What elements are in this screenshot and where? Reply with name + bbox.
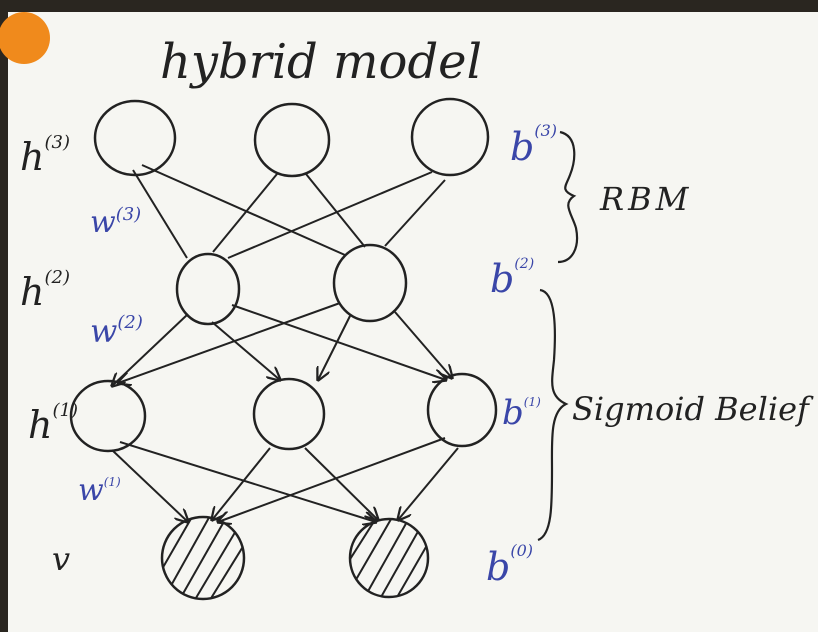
rbm-brace <box>557 130 579 264</box>
node-h2-2 <box>332 243 408 323</box>
node-h3-1 <box>93 99 177 177</box>
layer-h1-nodes <box>69 372 498 453</box>
edges-h1-v <box>111 437 459 522</box>
bias-label-b3: b(3) <box>510 121 557 169</box>
layer-label-h2: h(2) <box>20 267 70 314</box>
diagram-title: hybrid model <box>160 34 482 90</box>
layer-label-h1: h(1) <box>28 400 78 447</box>
bias-label-b2: b(2) <box>490 256 534 301</box>
weight-label-w1: w(1) <box>78 473 121 508</box>
node-h1-2 <box>252 377 326 451</box>
layer-h2-nodes <box>175 243 408 326</box>
weight-label-w2: w(2) <box>90 312 143 350</box>
rbm-label: RBM <box>599 180 692 218</box>
node-h3-3 <box>410 97 490 177</box>
layer-label-h3: h(3) <box>20 132 70 179</box>
node-v-2 <box>348 517 430 599</box>
node-h3-2 <box>253 102 331 178</box>
node-h1-1 <box>69 379 147 453</box>
bias-label-b0: b(0) <box>486 541 533 589</box>
board-frame-left <box>0 0 8 632</box>
bias-label-b1: b(1) <box>502 393 541 433</box>
sigmoid-brace <box>537 288 569 542</box>
board-frame-top <box>0 0 818 12</box>
edges-h3-h2 <box>132 164 446 259</box>
layer-label-v: v <box>52 540 70 578</box>
sigmoid-belief-label: Sigmoid Belief <box>572 390 814 428</box>
node-h2-1 <box>175 252 241 326</box>
weight-label-w3: w(3) <box>90 204 141 240</box>
node-h1-3 <box>426 372 498 448</box>
board-surface <box>6 10 818 632</box>
layer-h3-nodes <box>93 97 490 178</box>
edges-h2-h1 <box>112 302 452 386</box>
orange-magnet <box>0 12 50 64</box>
